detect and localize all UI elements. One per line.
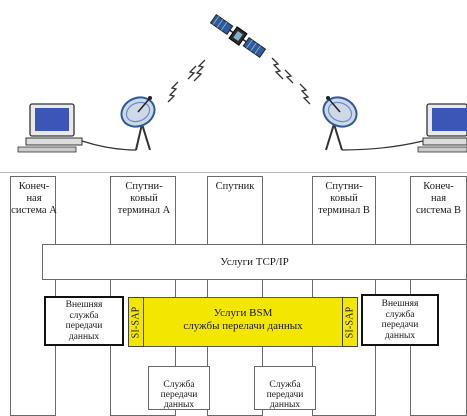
- satellite-dish-right-icon: [322, 96, 358, 151]
- si-sap-left: SI-SAP: [128, 297, 144, 347]
- external-data-service-left: Внешняя служба передачи данных: [44, 296, 124, 346]
- satellite-icon: [209, 14, 267, 58]
- data-transfer-service-right: Служба передачи данных: [254, 366, 316, 410]
- radio-wave-left-icon: [167, 59, 206, 103]
- column-label-end-system-a: Конеч- ная система А: [11, 181, 57, 216]
- ground-line: [0, 172, 467, 173]
- column-label-sat-terminal-b: Спутни- ковый терминал В: [318, 181, 370, 216]
- si-sap-left-label: SI-SAP: [130, 306, 142, 338]
- computer-right-icon: [341, 103, 467, 153]
- radio-wave-right-icon: [271, 57, 311, 105]
- column-label-satellite: Спутник: [215, 181, 255, 192]
- tcp-ip-services-band: Услуги TCP/IP: [42, 244, 467, 280]
- bsm-services-band: Услуги BSM службы перелачи данных: [128, 297, 358, 347]
- network-illustration: [17, 14, 467, 153]
- external-data-service-left-label: Внешняя служба передачи данных: [65, 300, 103, 342]
- column-satellite: [207, 176, 263, 416]
- data-transfer-service-left: Служба передачи данных: [148, 366, 210, 410]
- si-sap-right-label: SI-SAP: [344, 306, 356, 338]
- external-data-service-right-label: Внешняя служба передачи данных: [381, 299, 419, 341]
- tcp-ip-services-label: Услуги TCP/IP: [220, 256, 289, 268]
- bsm-services-label: Услуги BSM службы перелачи данных: [183, 307, 303, 332]
- satellite-dish-left-icon: [120, 96, 156, 151]
- column-label-end-system-b: Конеч- ная система В: [415, 181, 462, 216]
- computer-left-icon: [17, 103, 137, 153]
- si-sap-right: SI-SAP: [342, 297, 358, 347]
- external-data-service-right: Внешняя служба передачи данных: [361, 294, 439, 346]
- data-transfer-service-left-label: Служба передачи данных: [160, 380, 198, 410]
- column-label-sat-terminal-a: Спутни- ковый терминал А: [117, 181, 171, 216]
- data-transfer-service-right-label: Служба передачи данных: [266, 380, 304, 410]
